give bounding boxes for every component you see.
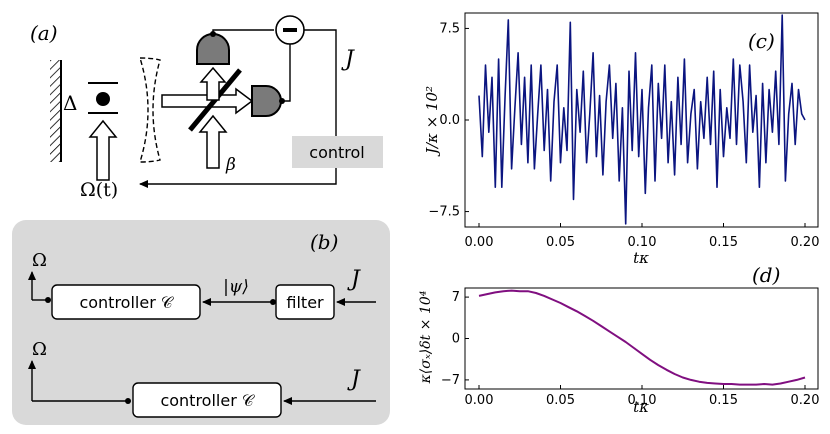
panel-a: (a) Δ β [30,15,383,201]
chart-c-xtick-label: 0.20 [791,235,820,250]
filter-box [275,284,335,320]
controller-top-label: controller 𝒞 [79,293,173,312]
chart-d-panel-label: (d) [752,263,780,287]
chart-d-ytick-label: 7 [452,290,460,305]
chart-d-xticks: 0.00 0.05 0.10 0.15 0.20 [465,385,820,408]
chart-c-xtick-label: 0.00 [465,235,494,250]
controller-bottom-box [132,382,282,418]
chart-d: (d) κ⟨σₓ⟩δt × 10⁴ tκ 0.00 0.05 0.10 0.15 0.2… [418,263,819,416]
chart-c-xtick-label: 0.10 [628,235,657,250]
controller-bottom-label: controller 𝒞 [160,391,254,410]
mirror-icon [50,60,62,162]
chart-c-xtick-label: 0.05 [546,235,575,250]
reflected-beam-icon [199,66,227,101]
minus-icon [283,28,297,32]
chart-c-xticks: 0.00 0.05 0.10 0.15 0.20 [465,223,820,250]
chart-d-ytick-label: −7 [441,373,460,388]
chart-c-ylabel: J/κ × 10² [423,86,441,157]
signal-bottom-label: J [347,367,361,392]
panel-b: (b) Ω controller 𝒞 |ψ⟩ filter J Ω contro… [12,220,390,425]
panel-b-background [12,220,390,425]
wire-right [282,44,291,102]
chart-c-ytick-label: 0.0 [439,113,460,128]
local-oscillator-arrow-icon [198,114,228,169]
panel-a-label: (a) [30,21,58,45]
detuning-label: Δ [63,91,77,115]
chart-d-xtick-label: 0.15 [709,393,738,408]
signal-top-label: J [347,267,361,292]
omega-top-label: Ω [32,250,47,271]
chart-d-ytick-label: 0 [452,332,460,347]
filter-label: filter [286,293,324,312]
chart-c-ytick-label: −7.5 [428,205,460,220]
cavity-mirror-icon [139,57,161,163]
chart-c-xtick-label: 0.15 [709,235,738,250]
chart-d-ylabel: κ⟨σₓ⟩δt × 10⁴ [418,290,434,384]
wire-top [212,29,274,35]
control-box-label: control [309,143,364,162]
chart-d-frame [464,287,819,390]
detector-top-icon [196,33,230,65]
panel-b-label: (b) [310,230,338,254]
drive-arrow-icon [88,119,118,181]
chart-c-ytick-label: 7.5 [439,21,460,36]
controller-top-box [51,284,201,320]
chart-c: (c) J/κ × 10² tκ 0.00 0.05 0.10 0.15 0.20 7.… [423,12,820,267]
chart-d-xtick-label: 0.05 [546,393,575,408]
detector-right-icon [251,85,282,117]
chart-c-panel-label: (c) [748,29,775,53]
chart-d-xtick-label: 0.20 [791,393,820,408]
atom-icon [88,82,118,114]
chart-d-xtick-label: 0.10 [628,393,657,408]
chart-d-xlabel: tκ [633,398,649,416]
signal-j-label: J [341,47,355,72]
chart-d-series-line [478,289,806,386]
chart-d-xtick-label: 0.00 [465,393,494,408]
chart-c-series-line [478,14,806,225]
chart-d-yticks: 7 0 −7 [441,290,469,388]
drive-omega-label: Ω(t) [80,179,118,201]
chart-c-yticks: 7.5 0.0 −7.5 [428,21,469,220]
control-box [292,136,383,168]
omega-bottom-label: Ω [32,339,47,360]
beta-label: β [225,155,236,175]
state-psi-label: |ψ⟩ [223,277,249,297]
feedback-wire [139,29,337,188]
chart-c-xlabel: tκ [633,249,649,267]
output-beam-icon [161,87,254,115]
